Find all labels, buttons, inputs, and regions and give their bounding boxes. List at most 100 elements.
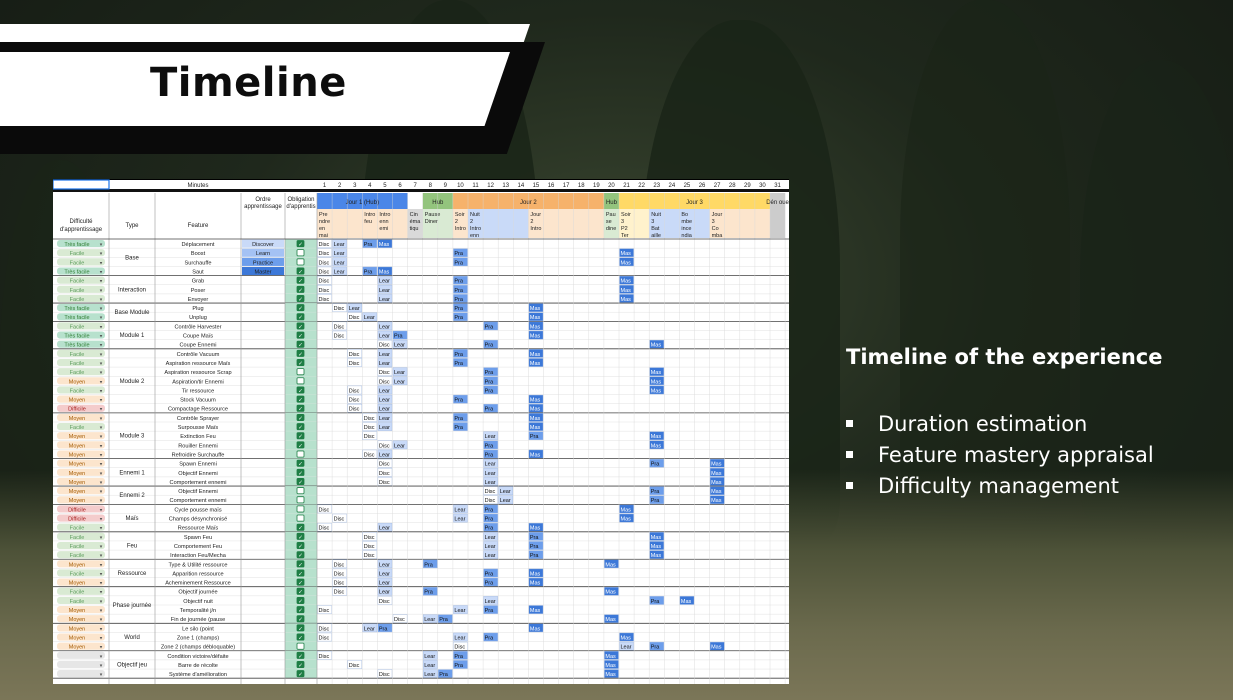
timeline-mark-label: Lear	[454, 517, 465, 523]
feature-label: Tir ressource	[182, 388, 214, 394]
difficulty-label: Facile	[70, 425, 85, 431]
chevron-down-icon: ▾	[100, 663, 103, 669]
timeline-mark	[332, 248, 347, 258]
timeline-mark-label: Disc	[334, 324, 345, 330]
timeline-mark	[332, 239, 347, 248]
obligation-checkbox	[296, 514, 305, 522]
timeline-mark-label: Disc	[364, 434, 375, 440]
check-icon: ✓	[298, 361, 303, 367]
obligation-checkbox	[296, 331, 305, 339]
timeline-mark	[649, 532, 665, 541]
timeline-mark	[377, 394, 393, 404]
timeline-mark	[377, 349, 393, 358]
timeline-mark-label: Disc	[349, 352, 360, 358]
timeline-mark	[453, 504, 468, 514]
timeline-mark-label: Disc	[319, 654, 330, 660]
check-icon: ✓	[298, 635, 303, 641]
timeline-mark-label: Pra	[454, 654, 464, 660]
subphase-label: en	[319, 226, 325, 232]
subphase-label: Pau	[606, 212, 616, 218]
timeline-mark	[317, 294, 332, 303]
minute-number: 8	[429, 183, 433, 189]
minute-number: 2	[338, 183, 342, 189]
timeline-mark-label: Mas	[530, 571, 541, 577]
timeline-mark-label: Mas	[530, 315, 541, 321]
chevron-down-icon: ▾	[100, 617, 103, 623]
timeline-mark-label: Disc	[349, 663, 360, 669]
timeline-mark-label: Lear	[454, 608, 465, 614]
check-icon: ✓	[298, 343, 303, 349]
timeline-mark-label: Mas	[621, 635, 632, 641]
timeline-mark-label: Pra	[485, 388, 495, 394]
timeline-mark-label: Lear	[485, 553, 496, 559]
timeline-mark-label: Disc	[379, 370, 390, 376]
chevron-down-icon: ▾	[100, 462, 103, 468]
difficulty-label: Moyen	[69, 635, 86, 641]
timeline-mark-label: Lear	[485, 599, 496, 605]
phase-label: Dén oue	[766, 200, 789, 206]
timeline-mark-label: Mas	[621, 279, 632, 285]
selected-cell	[53, 179, 110, 190]
timeline-mark	[649, 596, 665, 605]
type-label: Module 3	[120, 434, 145, 440]
minute-number: 9	[444, 183, 448, 189]
timeline-mark	[362, 623, 378, 633]
subphase-cell	[422, 209, 438, 238]
timeline-mark	[377, 559, 393, 569]
timeline-mark	[619, 275, 634, 285]
minute-number: 20	[608, 183, 615, 189]
timeline-mark-label: Mas	[651, 443, 662, 449]
chevron-down-icon: ▾	[100, 672, 103, 678]
timeline-mark	[453, 394, 468, 404]
difficulty-label: Difficile	[68, 507, 86, 513]
obligation-checkbox	[296, 395, 305, 403]
difficulty-chip	[57, 240, 105, 248]
type-label: Module 2	[120, 379, 145, 385]
feature-label: Objectif Ennemi	[178, 489, 217, 495]
bullet-item: Difficulty management	[846, 470, 1154, 501]
timeline-mark	[377, 422, 393, 431]
timeline-mark-label: Lear	[485, 471, 496, 477]
obligation-checkbox	[296, 606, 305, 614]
difficulty-label: Très facile	[64, 306, 89, 312]
difficulty-label: Moyen	[69, 379, 86, 385]
subphase-label: Soir	[621, 212, 631, 218]
timeline-mark	[377, 468, 393, 477]
chevron-down-icon: ▾	[100, 370, 103, 376]
obligation-checkbox	[296, 615, 305, 623]
timeline-mark	[347, 312, 363, 322]
timeline-mark	[362, 239, 378, 248]
obligation-checkbox	[296, 386, 305, 394]
feature-label: Acheminement Ressource	[165, 581, 231, 587]
timeline-mark-label: Mas	[711, 645, 722, 651]
minute-number: 6	[398, 183, 402, 189]
timeline-mark-label: Disc	[379, 672, 390, 678]
obligation-checkbox	[296, 423, 305, 431]
timeline-mark-label: Disc	[319, 608, 330, 614]
timeline-mark	[332, 257, 347, 267]
timeline-mark	[392, 614, 408, 623]
timeline-mark	[332, 559, 347, 569]
timeline-mark	[649, 440, 665, 450]
obligation-checkbox	[296, 532, 305, 540]
timeline-mark-label: Pra	[485, 407, 495, 413]
chevron-down-icon: ▾	[100, 269, 103, 275]
timeline-mark-label: Mas	[605, 590, 616, 596]
difficulty-chip	[57, 569, 105, 577]
timeline-mark-label: Pra	[454, 251, 464, 257]
subphase-cell	[377, 209, 393, 238]
difficulty-label: Facile	[70, 590, 85, 596]
minute-number: 14	[518, 183, 525, 189]
timeline-mark	[619, 285, 634, 294]
timeline-mark-label: Lear	[394, 370, 405, 376]
timeline-mark-label: Pra	[439, 672, 449, 678]
timeline-mark	[423, 669, 438, 678]
difficulty-chip	[57, 468, 105, 476]
check-icon: ✓	[298, 590, 303, 596]
subphase-cell	[709, 209, 725, 238]
header-obligation: d'apprentis	[286, 204, 315, 210]
difficulty-chip	[57, 423, 105, 431]
timeline-mark	[483, 367, 498, 376]
difficulty-label: Moyen	[69, 443, 86, 449]
feature-label: Temporalité j/n	[180, 608, 216, 614]
